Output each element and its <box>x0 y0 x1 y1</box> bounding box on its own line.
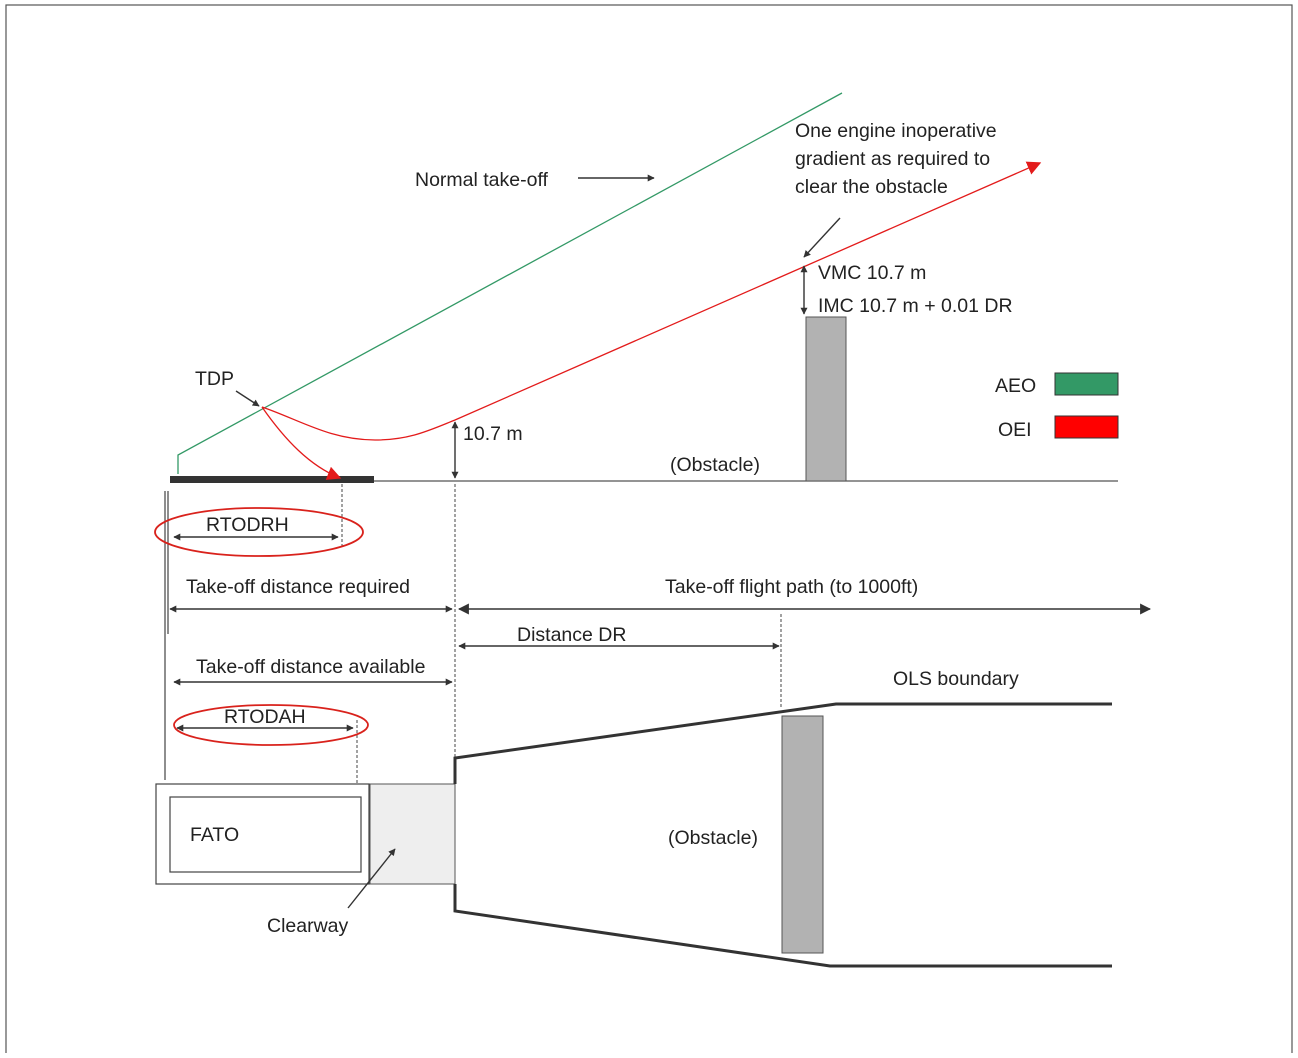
oei-gradient-label-2: gradient as required to <box>795 148 990 170</box>
normal-takeoff-label: Normal take-off <box>415 169 549 191</box>
rejected-takeoff-path <box>261 406 342 480</box>
tdp-pointer <box>235 390 260 407</box>
imc-label: IMC 10.7 m + 0.01 DR <box>818 295 1013 317</box>
aeo-flight-path <box>177 92 843 474</box>
oei-gradient-label-1: One engine inoperative <box>795 120 997 142</box>
flight-path-label: Take-off flight path (to 1000ft) <box>665 576 918 598</box>
screen-height-label: 10.7 m <box>463 423 523 445</box>
obstacle-plan <box>781 715 824 954</box>
fato-label: FATO <box>190 824 239 846</box>
ols-boundary-upper <box>453 702 1112 784</box>
clearway-area <box>369 783 456 885</box>
clearway-label: Clearway <box>267 915 349 937</box>
rtodrh-highlight-ellipse <box>154 507 364 557</box>
obstacle-profile <box>805 316 847 482</box>
legend-oei-swatch <box>1054 415 1119 439</box>
fato-profile-bar <box>170 476 374 483</box>
rtodah-highlight-ellipse <box>173 704 369 746</box>
oei-flight-path <box>261 161 1042 441</box>
rtodrh-label: RTODRH <box>206 514 289 536</box>
fato-plan-inner <box>169 796 362 873</box>
legend-aeo-swatch <box>1054 372 1119 396</box>
oei-gradient-label-3: clear the obstacle <box>795 176 948 198</box>
oei-gradient-pointer <box>803 217 841 258</box>
obstacle-plan-label: (Obstacle) <box>668 827 758 849</box>
vmc-label: VMC 10.7 m <box>818 262 926 284</box>
tdp-label: TDP <box>195 368 234 390</box>
rtodah-label: RTODAH <box>224 706 306 728</box>
ols-boundary-label: OLS boundary <box>893 668 1019 690</box>
ols-boundary-lower <box>453 884 1112 968</box>
diagram-frame <box>5 4 1293 1058</box>
toda-label: Take-off distance available <box>196 656 425 678</box>
legend-oei-label: OEI <box>998 419 1032 441</box>
distance-dr-label: Distance DR <box>517 624 626 646</box>
todr-label: Take-off distance required <box>186 576 410 598</box>
obstacle-profile-label: (Obstacle) <box>670 454 760 476</box>
legend-aeo-label: AEO <box>995 375 1036 397</box>
clearway-pointer <box>347 848 396 909</box>
